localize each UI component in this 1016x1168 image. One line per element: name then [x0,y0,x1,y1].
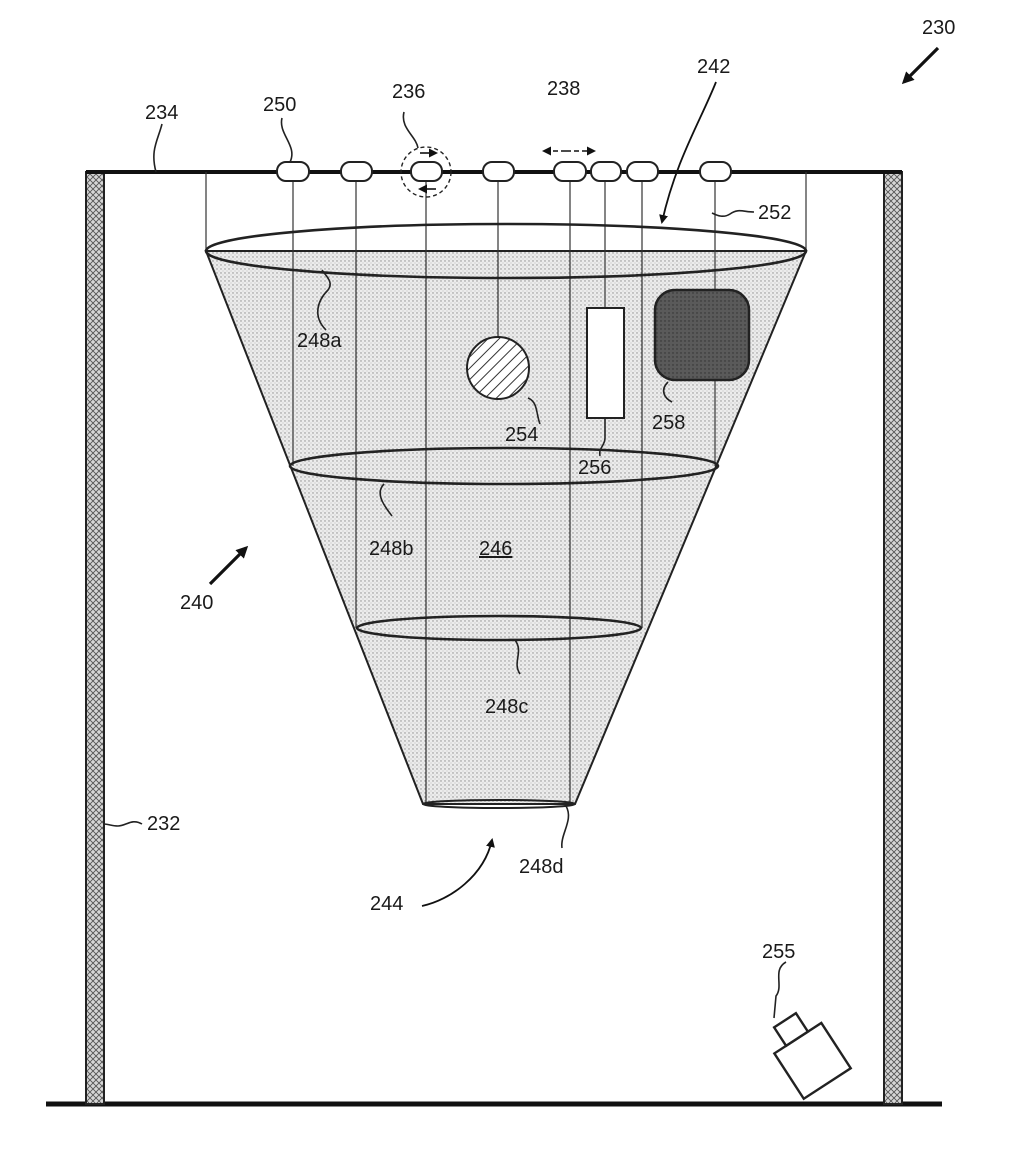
label-256: 256 [578,457,611,479]
bar-object [586,307,625,419]
trolley-7 [626,161,659,182]
trolley-4 [482,161,515,182]
leader-248c [514,639,521,675]
trolley-2 [340,161,373,182]
camera-icon [772,1011,853,1101]
leader-255 [773,961,787,1019]
leader-248b [379,483,393,517]
label-255: 255 [762,941,795,963]
label-246: 246 [479,538,512,560]
ball-object [466,336,530,400]
leader-258 [662,381,673,403]
arrow-242 [659,81,717,224]
label-248c: 248c [485,696,528,718]
label-252: 252 [758,202,791,224]
ring-248c [355,614,643,642]
arrow-244 [421,838,495,907]
leader-lines [103,111,787,1019]
leader-256 [598,418,606,457]
label-248d: 248d [519,856,564,878]
leader-252 [711,209,755,218]
arrow-240 [208,545,249,586]
trolleys [276,161,732,182]
label-248b: 248b [369,538,414,560]
leader-232 [103,820,143,827]
leader-248d [561,805,570,849]
leader-254 [527,397,541,425]
label-230: 230 [922,17,955,39]
trolley-5 [553,161,587,182]
trolley-3 [410,161,443,182]
frame-post-right [883,171,903,1105]
label-242: 242 [697,56,730,78]
leader-248a [317,269,331,331]
leader-250 [280,117,293,163]
label-236: 236 [392,81,425,103]
label-234: 234 [145,102,178,124]
trolley-6 [590,161,622,182]
frame-post-left [85,171,105,1105]
label-238: 238 [547,78,580,100]
ring-248d [422,799,576,809]
trolley-1 [276,161,310,182]
label-240: 240 [180,592,213,614]
label-250: 250 [263,94,296,116]
block-object [653,288,751,382]
ring-248b [288,446,720,486]
label-248a: 248a [297,330,342,352]
label-258: 258 [652,412,685,434]
rotation-indicator [400,146,452,198]
arrow-230 [901,46,940,85]
leader-236 [402,111,419,149]
leader-234 [153,123,163,173]
label-232: 232 [147,813,180,835]
ring-248a [204,222,808,280]
trolley-8 [699,161,732,182]
label-244: 244 [370,893,403,915]
label-254: 254 [505,424,538,446]
